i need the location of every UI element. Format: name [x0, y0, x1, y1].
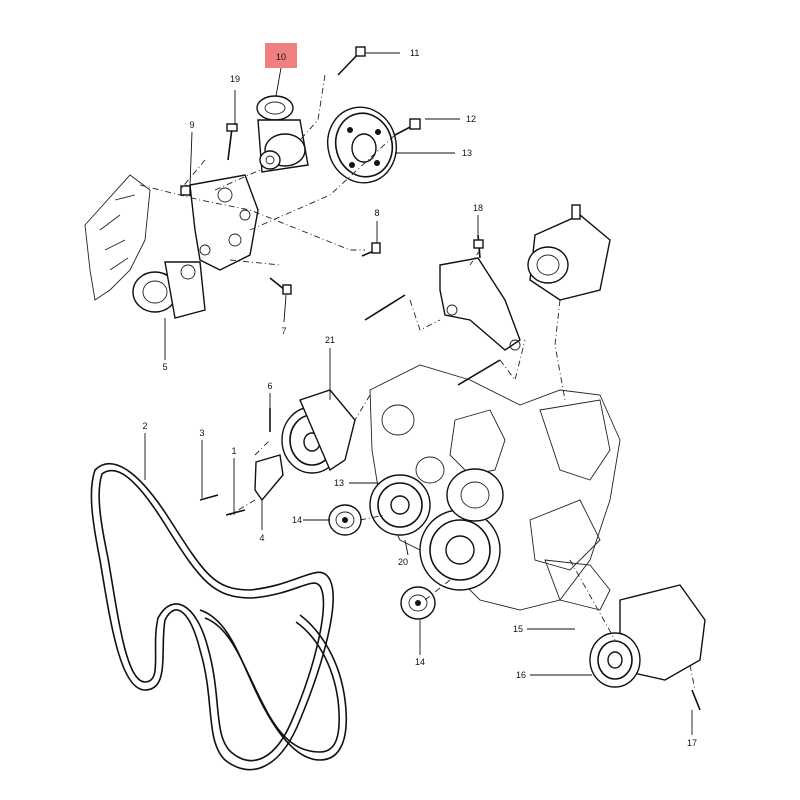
callout-21: 21: [325, 335, 335, 345]
callout-19: 19: [230, 74, 240, 84]
alternator-bracket: [439, 257, 521, 351]
callout-6: 6: [267, 381, 272, 391]
bolt-17: [691, 689, 701, 711]
callout-2: 2: [142, 421, 147, 431]
callout-4: 4: [259, 533, 264, 543]
power-steering-pump: [132, 261, 206, 319]
assembly-lines: [139, 74, 696, 691]
callout-13-top: 13: [462, 148, 472, 158]
idler-pulley-lower: [400, 586, 436, 620]
callout-labels: 10 11 12 13 19 9 8 7 18 5 21 6 3 1 4 2 1…: [142, 48, 697, 748]
bolt-long-1: [364, 294, 406, 321]
bolt-1: [225, 509, 246, 516]
callout-10: 10: [276, 52, 286, 62]
callout-12: 12: [466, 114, 476, 124]
crankshaft-damper: [419, 468, 504, 591]
bolt-long-2: [457, 359, 501, 386]
accessory-bracket: [189, 174, 259, 271]
serpentine-belt: [90, 462, 348, 771]
callout-13-bottom: 13: [334, 478, 344, 488]
bolt-12: [394, 125, 413, 136]
callout-9: 9: [189, 120, 194, 130]
callout-17: 17: [687, 738, 697, 748]
idler-pulley-upper: [328, 504, 362, 536]
highlight-box: [265, 43, 297, 68]
callout-1: 1: [231, 446, 236, 456]
callout-7: 7: [281, 326, 286, 336]
bracket-4: [254, 454, 284, 502]
callout-16: 16: [516, 670, 526, 680]
bolt-19: [227, 127, 233, 161]
crank-pulley-upper: [369, 474, 431, 536]
callout-5: 5: [162, 362, 167, 372]
water-pump-pulley: [327, 106, 397, 184]
water-pump: [281, 389, 356, 474]
engine-block-left-fragment: [84, 174, 151, 301]
callout-14-lower: 14: [415, 657, 425, 667]
callout-3: 3: [199, 428, 204, 438]
alternator: [527, 204, 611, 301]
bolt-3: [199, 494, 219, 501]
callout-8: 8: [374, 208, 379, 218]
bolts: [180, 46, 701, 711]
callout-14-upper: 14: [292, 515, 302, 525]
callout-leaders: [144, 52, 693, 735]
callout-11: 11: [410, 48, 419, 58]
callout-18: 18: [473, 203, 483, 213]
callout-15: 15: [513, 624, 523, 634]
callout-20: 20: [398, 557, 408, 567]
belt-tensioner: [256, 95, 309, 173]
ac-compressor: [589, 584, 706, 688]
